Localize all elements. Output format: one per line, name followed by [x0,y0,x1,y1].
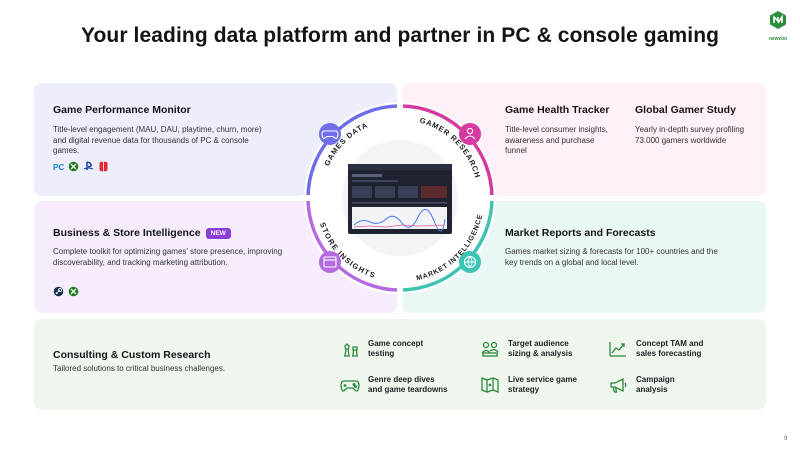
switch-icon [99,161,108,172]
platform-icons: PC [53,161,109,172]
feature-target-audience: Target audience sizing & analysis [480,339,572,359]
feature-label: Concept TAM and sales forecasting [636,339,704,358]
feature-genre-deep-dives: Genre deep dives and game teardowns [340,375,448,395]
card-description: Title-level consumer insights, awareness… [505,125,608,155]
feature-label: Game concept testing [368,339,424,358]
feature-live-service: Live service game strategy [480,375,577,395]
card-title: Business & Store Intelligence [53,227,201,239]
card-title: Consulting & Custom Research [53,349,211,361]
strategy-icon [481,377,499,393]
newzoo-logo-icon [770,11,786,29]
logo-text: newzoo [768,36,788,42]
card-description: Tailored solutions to critical business … [53,364,226,373]
feature-campaign-analysis: Campaign analysis [608,375,675,395]
audience-icon [481,341,499,357]
new-badge: NEW [205,227,231,239]
card-title: Market Reports and Forecasts [505,227,656,239]
gamepad-icon [340,380,360,392]
product-wheel: GAMES DATA GAMER RESEARCH STORE INSIGHTS… [300,98,500,298]
feature-label: Genre deep dives and game teardowns [368,375,448,394]
card-consulting-custom-research[interactable]: Consulting & Custom Research Tailored so… [34,319,766,410]
xbox-icon [68,286,79,297]
newzoo-logo: newzoo [766,10,790,42]
feature-label: Live service game strategy [508,375,577,394]
dashboard-preview-image [342,140,458,256]
card-description: Title-level engagement (MAU, DAU, playti… [53,125,262,155]
card-title: Game Performance Monitor [53,104,191,116]
svg-text:PC: PC [53,163,64,172]
card-title: Game Health Tracker [505,104,610,116]
globe-icon [459,251,481,273]
card-description-global-gamer-study: Yearly in-depth survey profiling 73.000 … [635,125,745,145]
gamepad-icon [319,123,341,145]
page-number: 9 [784,436,788,442]
megaphone-icon [610,377,627,393]
card-title-row: Business & Store Intelligence NEW [53,227,231,239]
card-title-global-gamer-study: Global Gamer Study [635,104,736,116]
platform-icons [53,286,79,297]
store-icon [319,251,341,273]
card-description: Games market sizing & forecasts for 100+… [505,247,718,267]
steam-icon [53,286,64,297]
feature-game-concept-testing: Game concept testing [340,339,423,359]
playstation-icon [83,161,94,170]
person-icon [459,123,481,145]
feature-concept-tam: Concept TAM and sales forecasting [608,339,703,359]
card-description: Complete toolkit for optimizing games' s… [53,247,283,267]
xbox-icon [68,161,79,172]
chess-icon [344,343,358,357]
pc-icon: PC [53,163,64,172]
feature-label: Target audience sizing & analysis [508,339,573,358]
feature-label: Campaign analysis [636,375,675,394]
page-title: Your leading data platform and partner i… [80,24,720,47]
trend-chart-icon [609,342,626,357]
